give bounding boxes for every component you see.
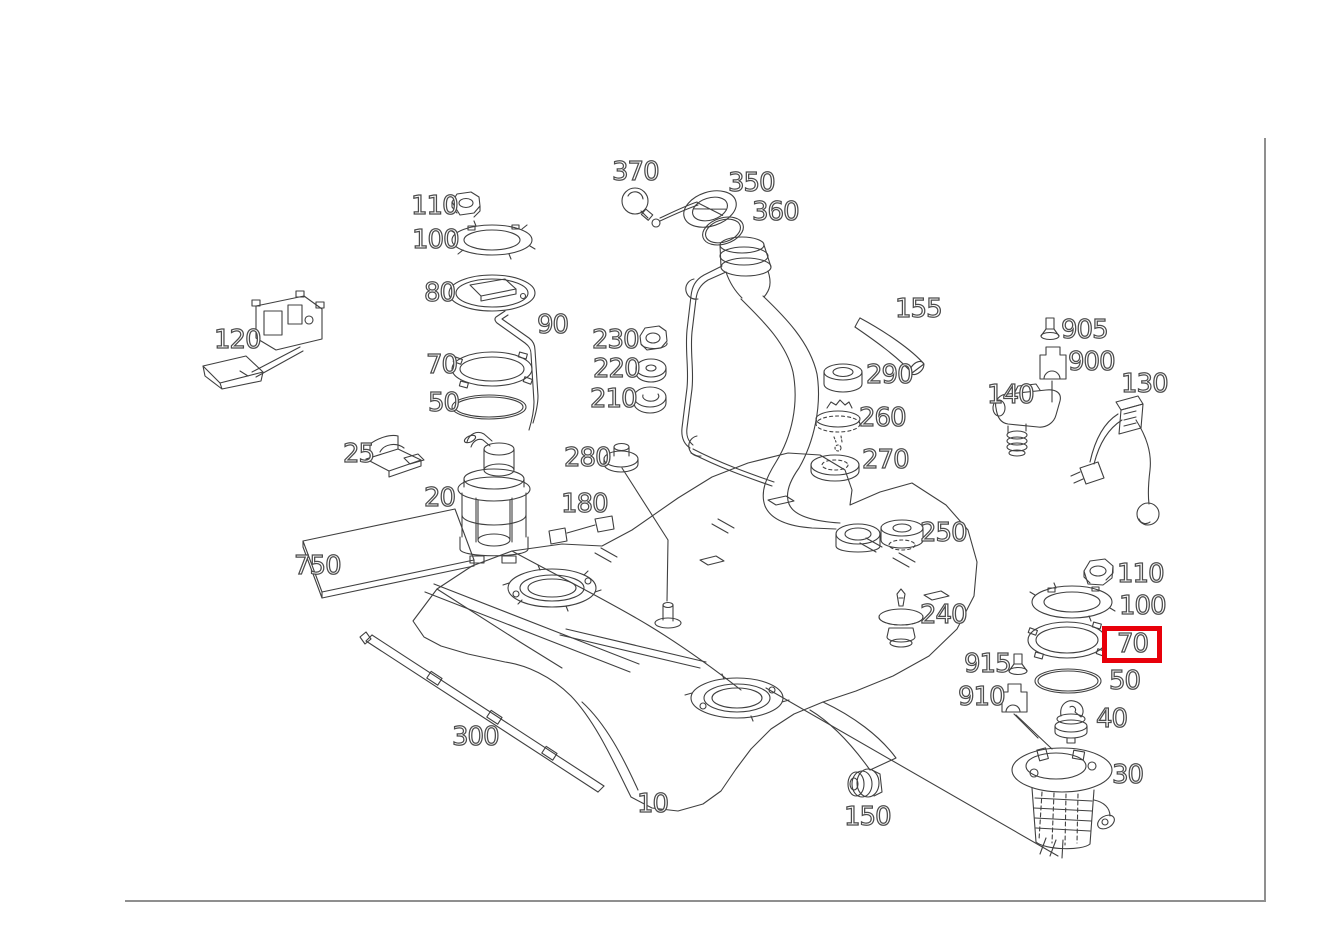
- part-label-100-right[interactable]: 100: [1118, 591, 1167, 621]
- part-label-30[interactable]: 30: [1111, 760, 1144, 790]
- cap-tether-drawing: [621, 187, 699, 228]
- nut-icon-right: [1083, 558, 1114, 586]
- part-label-90[interactable]: 90: [536, 310, 569, 340]
- part-label-280[interactable]: 280: [563, 443, 612, 473]
- grommet-icon-150: [847, 768, 883, 798]
- nut-icon-left: [451, 191, 481, 218]
- cover-icon-80: [448, 274, 536, 312]
- part-label-150[interactable]: 150: [843, 802, 892, 832]
- washer-icon-210: [633, 386, 667, 414]
- washer-icon-220: [635, 358, 667, 383]
- housing-icon-900: [1039, 346, 1067, 403]
- o-ring-icon-right: [1034, 668, 1102, 694]
- part-label-80[interactable]: 80: [423, 278, 456, 308]
- tank-right-flange: [684, 673, 790, 722]
- vent-valve-drawing-140: [992, 383, 1061, 457]
- part-label-25[interactable]: 25: [342, 439, 375, 469]
- part-label-290[interactable]: 290: [865, 360, 914, 390]
- page-border-bottom: [125, 900, 1266, 902]
- part-label-140[interactable]: 140: [986, 380, 1035, 410]
- tank-stud: [654, 601, 682, 629]
- pump-module-drawing-30: [765, 687, 1115, 859]
- pad-icon-180: [548, 515, 615, 545]
- shield-strip-drawing-300: [359, 631, 605, 793]
- part-label-910[interactable]: 910: [957, 682, 1006, 712]
- page-border-right: [1264, 138, 1266, 902]
- part-label-110-right[interactable]: 110: [1116, 559, 1165, 589]
- part-label-905[interactable]: 905: [1060, 315, 1109, 345]
- part-label-70-right[interactable]: 70: [1102, 626, 1163, 663]
- clip-icon-240: [878, 588, 924, 648]
- dipstick-icon-90: [494, 310, 539, 431]
- hose-icon-155: [854, 317, 925, 376]
- housing-icon-910: [1001, 683, 1039, 739]
- part-label-915[interactable]: 915: [963, 649, 1012, 679]
- pin-icon-905: [1040, 317, 1060, 341]
- part-label-750[interactable]: 750: [293, 551, 342, 581]
- grommet-icon-250: [880, 519, 924, 551]
- valve-icon-260: [815, 399, 861, 452]
- sensor-drawing-130: [1070, 395, 1160, 526]
- part-label-70-left[interactable]: 70: [425, 350, 458, 380]
- valve-icon-40: [1015, 700, 1088, 750]
- part-label-40[interactable]: 40: [1095, 704, 1128, 734]
- part-label-10[interactable]: 10: [636, 789, 669, 819]
- part-label-230[interactable]: 230: [591, 325, 640, 355]
- tank-left-flange: [502, 564, 602, 612]
- filler-cap-drawing: [683, 190, 744, 246]
- fuel-tank-drawing: [412, 452, 978, 812]
- part-label-210[interactable]: 210: [589, 384, 638, 414]
- part-label-50-left[interactable]: 50: [427, 388, 460, 418]
- o-ring-icon-left: [451, 394, 527, 420]
- part-label-130[interactable]: 130: [1120, 369, 1169, 399]
- part-label-300[interactable]: 300: [451, 722, 500, 752]
- part-label-350[interactable]: 350: [727, 168, 776, 198]
- locking-flange-icon-left: [449, 220, 536, 260]
- level-sender-drawing: [202, 290, 325, 390]
- filler-pipe-drawing: [681, 236, 881, 553]
- part-label-220[interactable]: 220: [592, 354, 641, 384]
- part-label-240[interactable]: 240: [919, 600, 968, 630]
- nut-icon-230: [639, 325, 668, 351]
- grommet-icon-280: [603, 442, 669, 602]
- part-label-155[interactable]: 155: [894, 294, 943, 324]
- filler-cap-seal: [702, 216, 744, 246]
- part-label-180[interactable]: 180: [560, 489, 609, 519]
- part-label-260[interactable]: 260: [858, 403, 907, 433]
- pipe-clip-icon: [685, 278, 699, 300]
- part-label-250[interactable]: 250: [919, 518, 968, 548]
- part-label-120[interactable]: 120: [213, 325, 262, 355]
- seal-ring-icon-left: [451, 351, 533, 389]
- part-label-50-right[interactable]: 50: [1108, 666, 1141, 696]
- bracket-icon-25: [365, 434, 425, 478]
- pad-drawing-750: [302, 508, 475, 599]
- seal-icon-270: [810, 454, 860, 482]
- part-label-100-left[interactable]: 100: [411, 225, 460, 255]
- part-label-20[interactable]: 20: [423, 483, 456, 513]
- fuel-pump-drawing: [457, 431, 531, 564]
- part-label-110-left[interactable]: 110: [410, 191, 459, 221]
- pin-icon-915: [1008, 653, 1028, 676]
- part-label-370[interactable]: 370: [611, 157, 660, 187]
- part-label-900[interactable]: 900: [1067, 347, 1116, 377]
- bushing-icon-290: [823, 363, 863, 393]
- part-label-270[interactable]: 270: [861, 445, 910, 475]
- part-label-360[interactable]: 360: [751, 197, 800, 227]
- locking-flange-icon-right: [1029, 582, 1116, 622]
